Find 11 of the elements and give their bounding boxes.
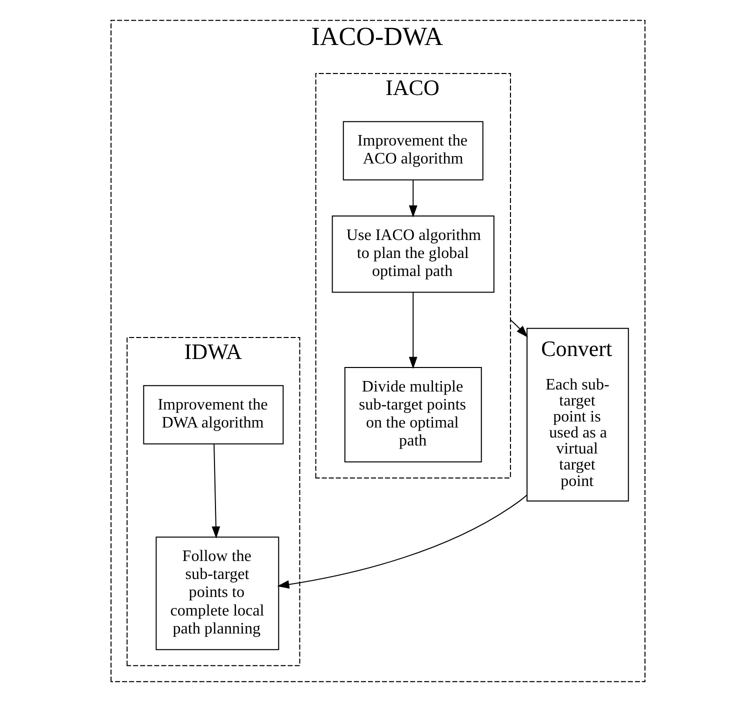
arrow	[408, 292, 418, 369]
arrow	[277, 494, 527, 589]
node-box: Improvement the ACO algorithm	[342, 121, 484, 180]
arrow	[408, 180, 418, 218]
node-box: Convert Each sub-target point is used as a virtual target point	[526, 328, 629, 502]
node-box: Improvement the DWA algorithm	[143, 385, 284, 444]
node-box: Divide multiple sub-target points on the optimal path	[344, 367, 482, 462]
node-box: Follow the sub-target points to complete local path planning	[156, 536, 280, 650]
arrow	[510, 319, 528, 338]
arrow	[212, 444, 220, 538]
node-box: Use IACO algorithm to plan the global optimal path	[332, 216, 494, 293]
